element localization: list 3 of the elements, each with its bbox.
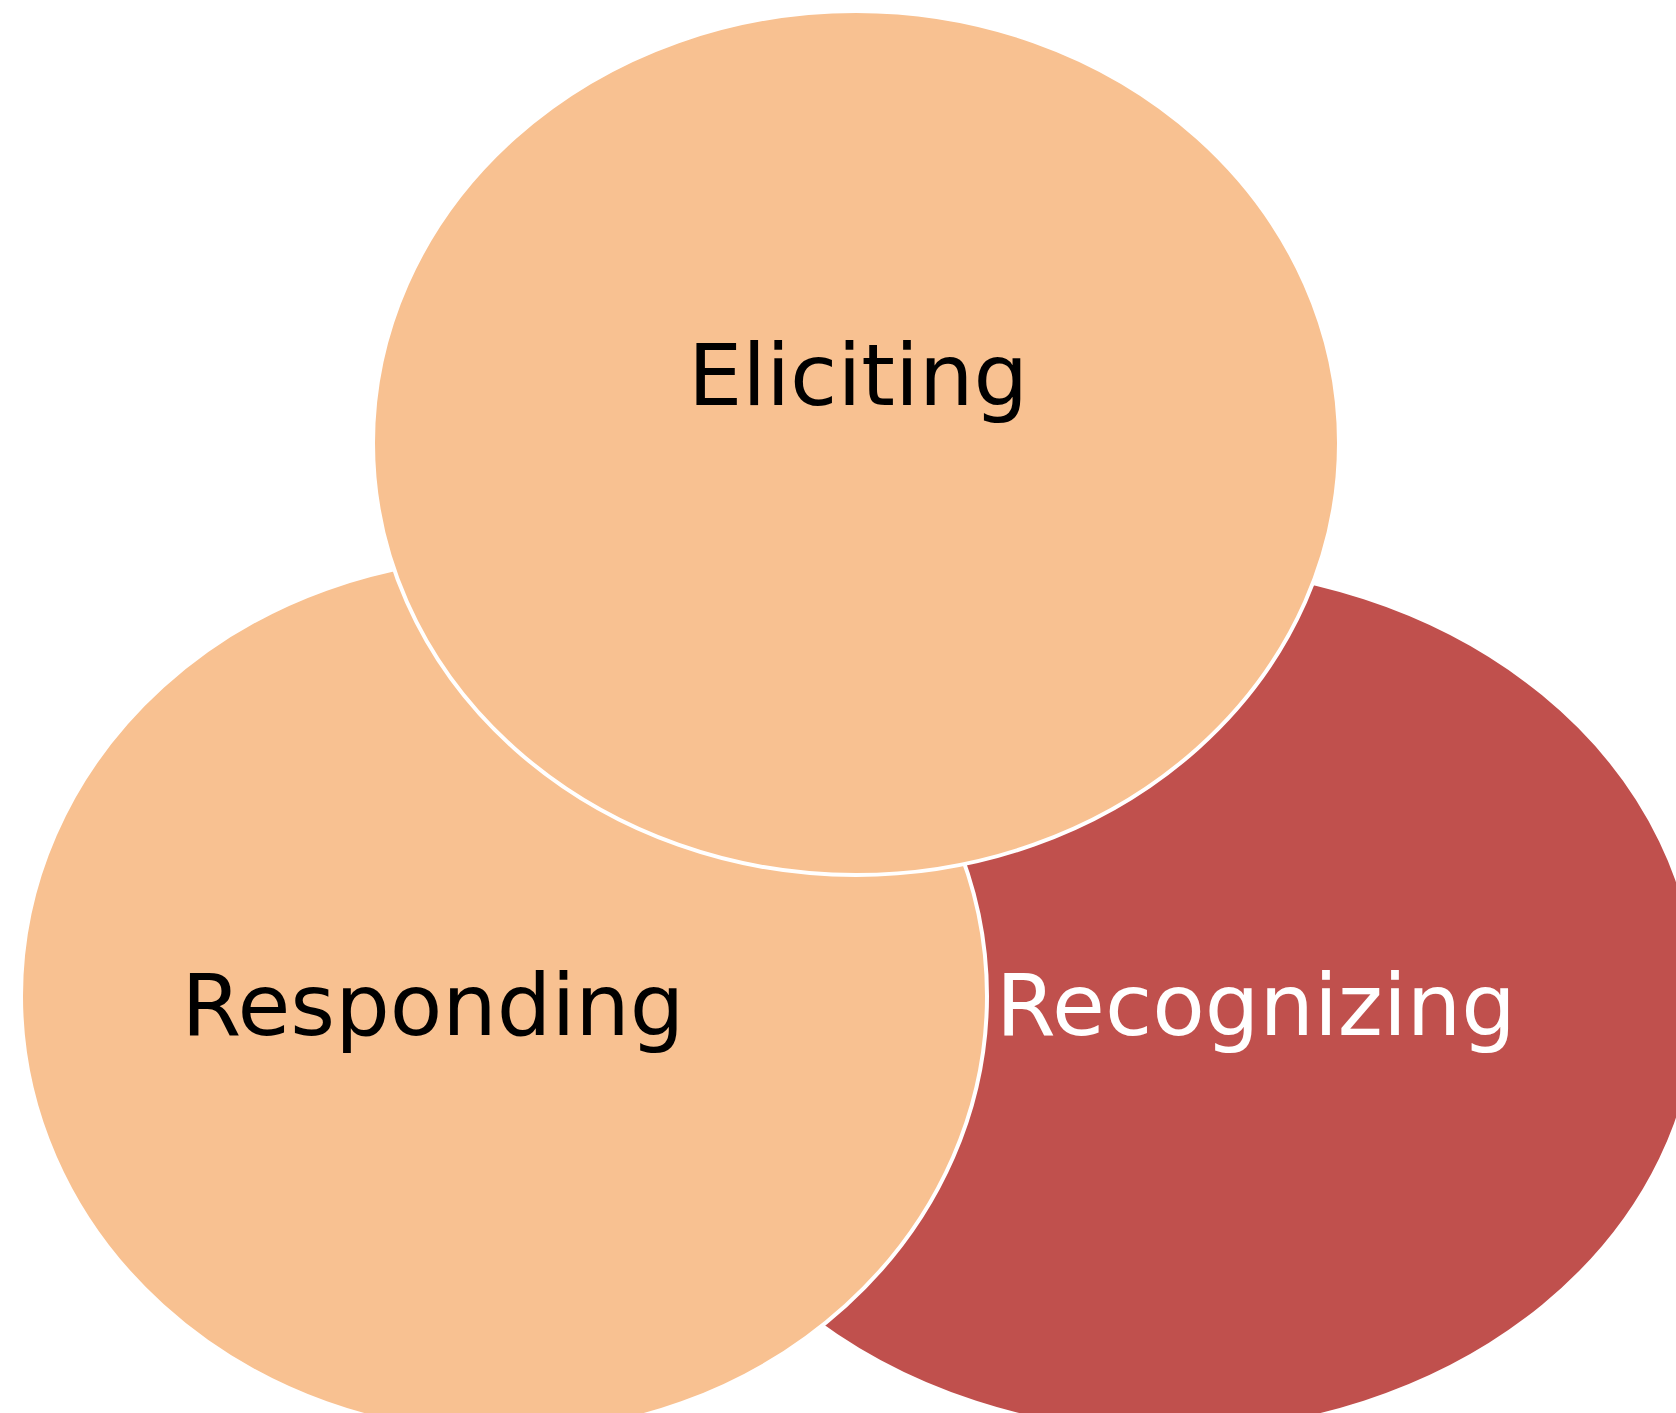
circle-label: Eliciting — [688, 327, 1028, 423]
circle-label: Responding — [181, 957, 685, 1053]
circle-label: Recognizing — [996, 957, 1516, 1053]
